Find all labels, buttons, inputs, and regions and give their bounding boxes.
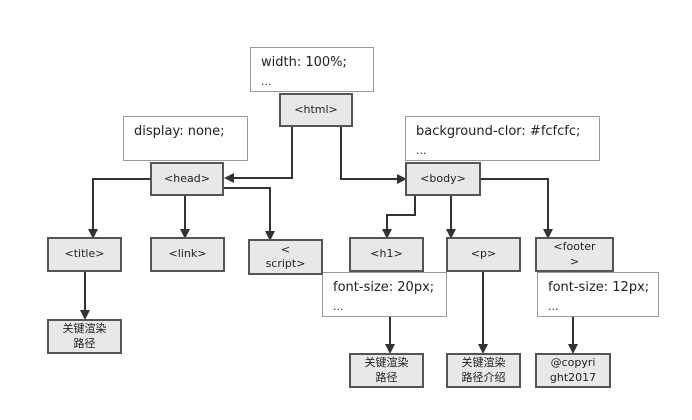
node-p-text-label: 关键渲染 路径介绍 bbox=[461, 356, 506, 384]
note-head-line1: display: none; bbox=[134, 124, 225, 139]
note-footer-line1: font-size: 12px; bbox=[548, 280, 650, 295]
node-footer: <footer > bbox=[535, 237, 614, 272]
node-html: <html> bbox=[279, 93, 353, 127]
edge-head-title bbox=[88, 178, 150, 239]
note-h1-line1: font-size: 20px; bbox=[333, 280, 435, 295]
note-head-style: display: none; bbox=[123, 116, 248, 161]
note-h1-line2: ... bbox=[333, 299, 344, 313]
node-h1-text-label: 关键渲染 路径 bbox=[364, 356, 409, 384]
node-h1-text: 关键渲染 路径 bbox=[349, 353, 424, 388]
note-body-line2: ... bbox=[416, 143, 427, 157]
node-body: <body> bbox=[405, 162, 481, 196]
node-p-label: <p> bbox=[470, 247, 497, 261]
edge-body-h1 bbox=[382, 196, 416, 239]
node-p-text: 关键渲染 路径介绍 bbox=[446, 353, 521, 388]
node-h1-label: <h1> bbox=[370, 247, 403, 261]
node-footer-text: @copyri ght2017 bbox=[535, 353, 611, 388]
node-title-label: <title> bbox=[64, 247, 105, 261]
edge-head-script bbox=[224, 187, 275, 241]
node-body-label: <body> bbox=[420, 171, 466, 185]
node-link: <link> bbox=[150, 237, 225, 272]
node-script: < script> bbox=[248, 239, 323, 275]
edge-html-body bbox=[340, 127, 407, 184]
node-footer-text-label: @copyri ght2017 bbox=[549, 356, 597, 384]
node-h1: <h1> bbox=[349, 237, 424, 272]
note-body-line1: background-clor: #fcfcfc; bbox=[416, 124, 581, 139]
node-title-text-label: 关键渲染 路径 bbox=[62, 322, 107, 350]
node-footer-label: <footer > bbox=[553, 240, 596, 268]
note-html-style: width: 100%; ... bbox=[250, 47, 374, 92]
edge-body-footer bbox=[481, 178, 553, 239]
note-html-line1: width: 100%; bbox=[261, 55, 347, 70]
note-body-style: background-clor: #fcfcfc; ... bbox=[405, 116, 600, 161]
node-title: <title> bbox=[47, 237, 122, 272]
node-html-label: <html> bbox=[294, 102, 338, 116]
note-h1-style: font-size: 20px; ... bbox=[322, 272, 447, 317]
node-head-label: <head> bbox=[164, 171, 210, 185]
node-title-text: 关键渲染 路径 bbox=[47, 319, 122, 354]
node-script-label: < script> bbox=[265, 242, 306, 270]
edge-html-head bbox=[224, 127, 293, 183]
note-footer-line2: ... bbox=[548, 299, 559, 313]
node-head: <head> bbox=[150, 162, 224, 196]
note-footer-style: font-size: 12px; ... bbox=[537, 272, 659, 317]
node-link-label: <link> bbox=[168, 247, 207, 261]
note-html-line2: ... bbox=[261, 74, 272, 88]
node-p: <p> bbox=[446, 237, 521, 272]
